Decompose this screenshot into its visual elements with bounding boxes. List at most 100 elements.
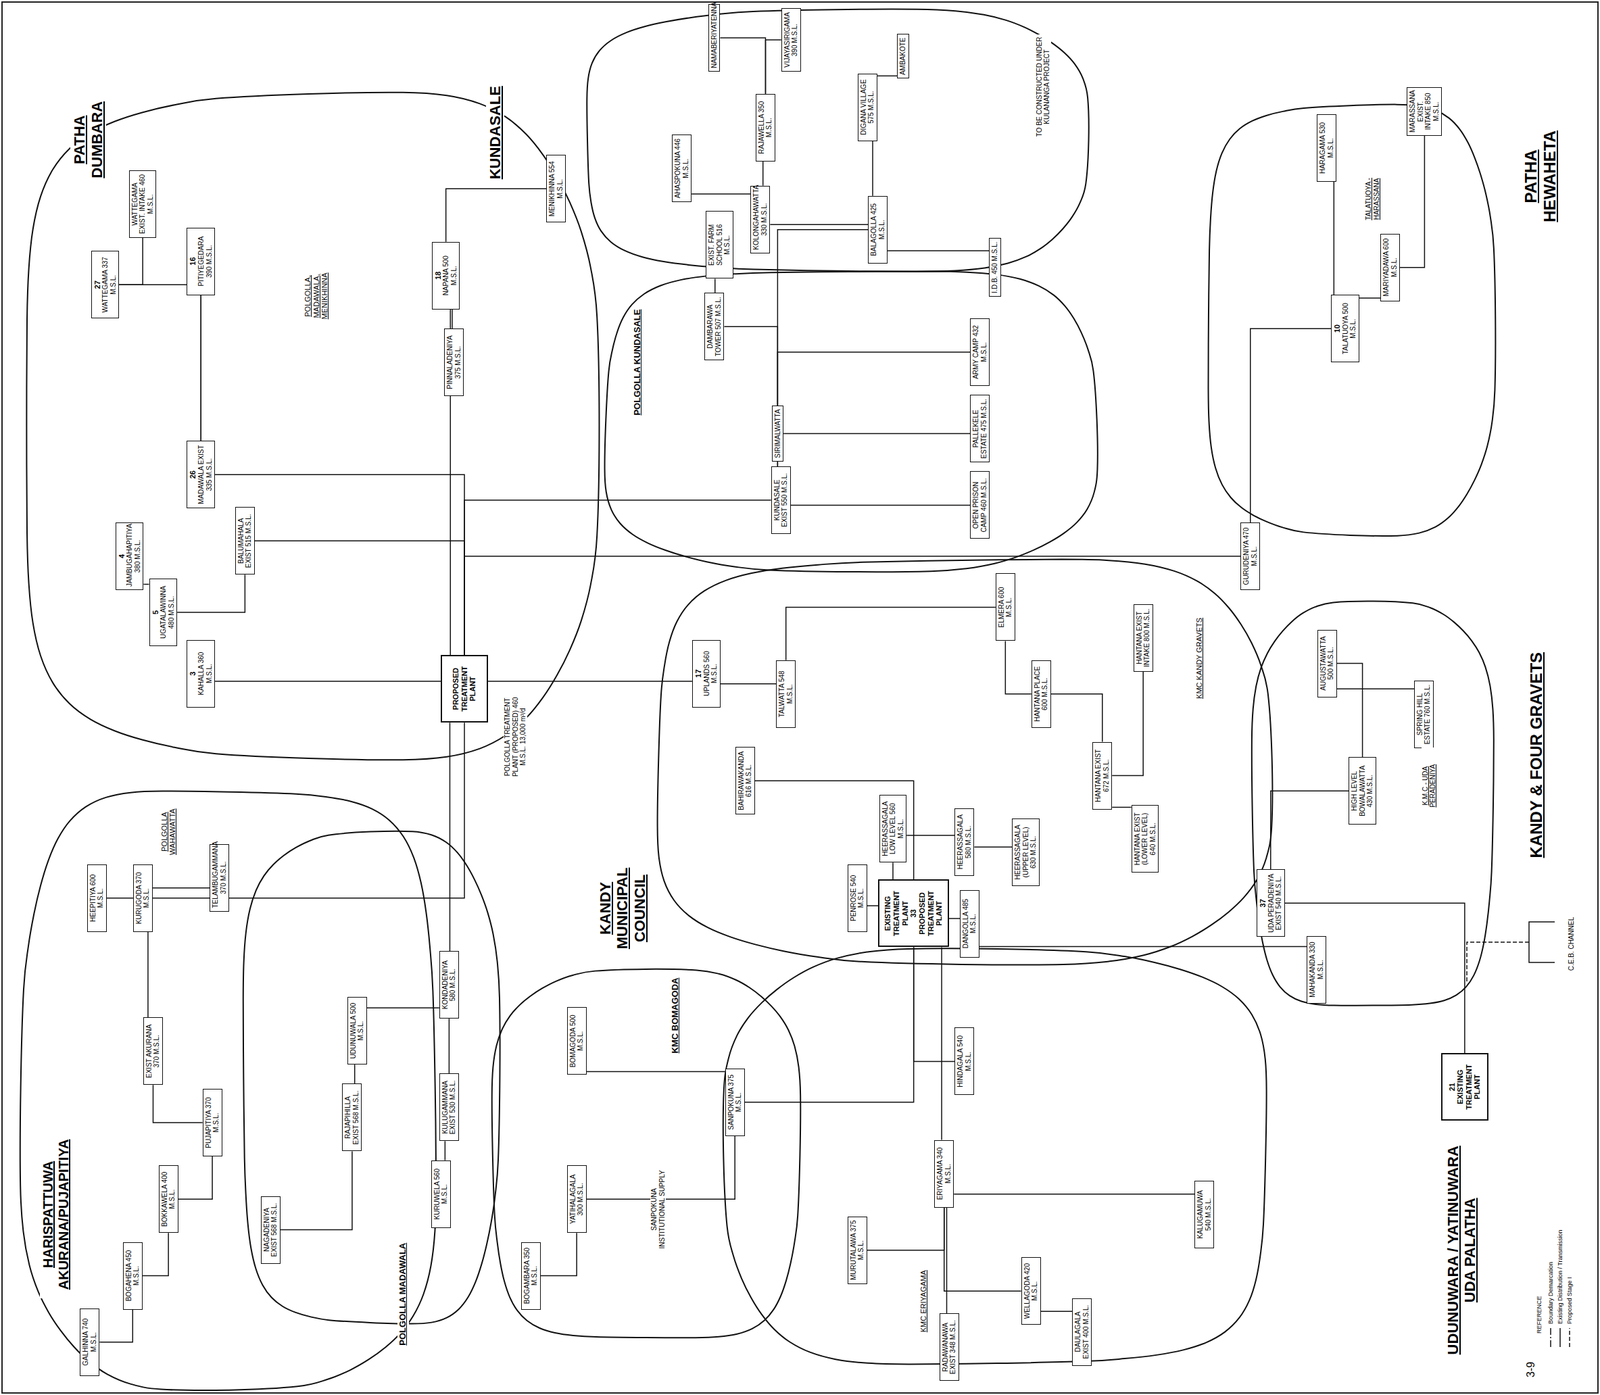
node-text: MARASSANA EXIST. INTAKE 850 M.S.L. bbox=[1408, 90, 1440, 133]
reservoir-box: I.D.B. 450 M.S.L. bbox=[988, 237, 1002, 297]
node-text: BALUMAHALA EXIST 515 M.S.L. bbox=[237, 510, 253, 572]
node-text: BOGAMBARA 350 M.S.L. bbox=[523, 1245, 539, 1307]
pipe-line bbox=[786, 607, 996, 660]
node-text: PATHA HEWAHETA bbox=[1521, 104, 1559, 249]
reservoir-box: KURUWELA 560 M.S.L. bbox=[431, 1160, 451, 1229]
pipe-line bbox=[152, 722, 465, 899]
node-text: RADAWANAWA EXIST 348 M.S.L. bbox=[941, 1316, 958, 1378]
reservoir-box: ELMERA 600 M.S.L. bbox=[995, 573, 1016, 641]
reservoir-box: 5UGATALAWINNA 480 M.S.L. bbox=[149, 578, 178, 647]
reservoir-box: BAHIRAWAKANDA 616 M.S.L. bbox=[735, 746, 756, 815]
reservoir-box: 16PITIYEGEDARA 390 M.S.L. bbox=[186, 227, 215, 296]
reservoir-box: HINDAGALA 540 M.S.L. bbox=[954, 1027, 975, 1096]
node-text: AHASPOKUNA 446 M.S.L. bbox=[673, 137, 690, 199]
legend-line-sample bbox=[1556, 1327, 1564, 1348]
reservoir-box: 37UDA PERADENIYA EXIST 540 M.S.L. bbox=[1256, 869, 1286, 937]
node-text: NAMABERIYATENNA bbox=[710, 7, 719, 69]
reservoir-box: RAJAPIHILLA EXIST 568 M.S.L. bbox=[342, 1083, 362, 1152]
pipe-line bbox=[765, 39, 781, 94]
reservoir-box: 3KAHALLA 360 M.S.L. bbox=[186, 640, 215, 708]
area-title: KANDY & FOUR GRAVETS bbox=[1526, 649, 1547, 861]
callout-number: 17 bbox=[694, 643, 703, 705]
reservoir-box: WATTEGAMA EXIST. INTAKE 460 M.S.L. bbox=[129, 170, 157, 238]
pipe-line bbox=[906, 834, 955, 837]
node-text: UDA PERADENIYA EXIST 540 M.S.L. bbox=[1267, 872, 1283, 934]
map-label: K.M.C - UDA PERADENIYA bbox=[1421, 747, 1438, 825]
reservoir-box: DAMBARAWA TOWER 507 M.S.L. bbox=[704, 292, 724, 361]
area-boundary bbox=[604, 271, 1098, 572]
pipe-line bbox=[691, 193, 751, 195]
reservoir-box: DIGANA VILLAGE 575 M.S.L. bbox=[857, 73, 878, 142]
reservoir-box: GALHINNA 740 M.S.L. bbox=[79, 1308, 100, 1377]
pipe-line bbox=[783, 433, 971, 435]
pipe-line bbox=[254, 540, 465, 656]
pipe-line bbox=[714, 278, 716, 293]
reservoir-box: YATIHALAGALA 300 M.S.L. bbox=[567, 1165, 587, 1233]
pipe-line bbox=[762, 161, 764, 186]
pipe-line bbox=[744, 947, 914, 1102]
area-title: HARISPATTUWA AKURANA/PUJAPITIYA bbox=[39, 1130, 73, 1299]
area-outline bbox=[602, 267, 1098, 572]
area-boundary bbox=[492, 969, 802, 1338]
pipe-line bbox=[979, 946, 1307, 948]
pipe-line bbox=[1337, 663, 1363, 758]
pipe-line bbox=[464, 500, 772, 656]
node-text: HARISPATTUWA AKURANA/PUJAPITIYA bbox=[40, 1133, 72, 1296]
reservoir-box: HEERASSAGALA 580 M.S.L. bbox=[954, 808, 975, 877]
pipe-line bbox=[106, 897, 134, 900]
legend-line bbox=[1568, 1328, 1571, 1348]
node-text: KMC BOMAGODA bbox=[670, 978, 681, 1054]
pipe-line bbox=[940, 947, 943, 1140]
pipe-line bbox=[586, 1071, 726, 1073]
node-text: MAHAKANDA 330 M.S.L. bbox=[1308, 939, 1325, 1001]
pipe-line bbox=[354, 1064, 356, 1084]
legend-line bbox=[1559, 1328, 1561, 1348]
reservoir-box: PINNALADENIYA 375 M.S.L. bbox=[444, 328, 464, 397]
area-title: UDUNUWARA / YATINUWARA UDA PALATHA bbox=[1443, 1132, 1480, 1369]
reservoir-box: DANGOLLA 485 M.S.L. bbox=[959, 890, 980, 958]
callout-number: 33 bbox=[909, 884, 918, 942]
page-number: 3-9 bbox=[1524, 1360, 1538, 1379]
node-text: PATHA DUMBARA bbox=[70, 94, 106, 186]
node-text: JAMBUGAHAPITIYA 380 M.S.L. bbox=[125, 525, 142, 587]
node-text: EXISTING TREATMENT PLANT bbox=[883, 884, 910, 942]
pipe-line bbox=[540, 1232, 577, 1276]
node-text: HEEPITIYA 600 M.S.L. bbox=[89, 867, 105, 929]
reservoir-box: MAHAKANDA 330 M.S.L. bbox=[1306, 936, 1327, 1004]
pipe-line bbox=[974, 846, 1012, 849]
reservoir-box: HEERASSAGALA LOW LEVEL 560 M.S.L. bbox=[879, 794, 908, 863]
pipe-line bbox=[118, 237, 143, 285]
reservoir-box: ARMY CAMP 432 M.S.L. bbox=[970, 318, 990, 386]
node-text: HANTANA EXIST 672 M.S.L. bbox=[1094, 745, 1110, 807]
node-text: MURUTALAWA 375 M.S.L. bbox=[849, 1220, 866, 1281]
node-text: GURUDENIYA 470 M.S.L. bbox=[1242, 525, 1258, 587]
node-text: KURUWELA 560 M.S.L. bbox=[433, 1164, 449, 1225]
area-title: KMC BOMAGODA bbox=[669, 975, 682, 1057]
pipe-line bbox=[723, 326, 778, 406]
pipe-line bbox=[777, 461, 971, 506]
legend-row: Boundary Demarcation bbox=[1545, 1229, 1556, 1348]
node-text: YATIHALAGALA 300 M.S.L. bbox=[569, 1168, 585, 1230]
node-text: BOKKAWELA 400 M.S.L. bbox=[160, 1168, 177, 1230]
area-boundary bbox=[243, 831, 501, 1325]
node-text: BAHIRAWAKANDA 616 M.S.L. bbox=[737, 750, 754, 812]
area-title: KUNDASALE bbox=[486, 83, 505, 182]
node-text: KONDADENIYA 580 M.S.L. bbox=[441, 954, 457, 1016]
map-label: KMC ERIYAGAMA bbox=[919, 1268, 929, 1334]
node-text: DAMBARAWA TOWER 507 M.S.L. bbox=[706, 296, 722, 357]
pipe-line bbox=[777, 229, 868, 407]
node-text: KUNDASALE bbox=[486, 85, 504, 180]
pipe-line bbox=[887, 250, 989, 252]
legend-line bbox=[1549, 1328, 1552, 1348]
pipe-line bbox=[451, 309, 453, 329]
node-text: POLGOLLA MADAWALA bbox=[398, 1243, 409, 1346]
channel-pipe bbox=[1466, 942, 1530, 982]
area-boundary bbox=[20, 790, 436, 1390]
reservoir-box: OPEN PRISON CAMP 460 M.S.L. bbox=[970, 471, 990, 539]
reservoir-box: EXIST AKURANA 370 M.S.L. bbox=[143, 1017, 163, 1085]
pipe-line bbox=[152, 887, 210, 889]
reservoir-box: BOGAMBARA 350 M.S.L. bbox=[521, 1242, 541, 1311]
area-outline bbox=[20, 91, 597, 761]
legend-text: Existing Distribution / Transmission bbox=[1556, 1229, 1564, 1325]
